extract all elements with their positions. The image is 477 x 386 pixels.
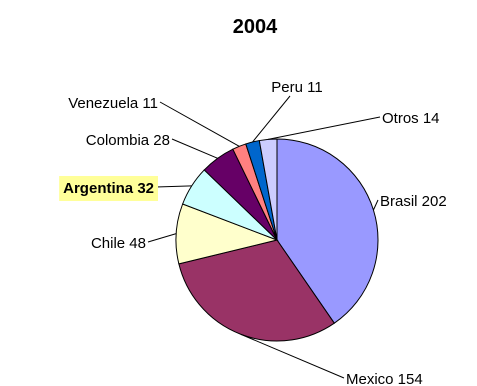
leader-line-venezuela xyxy=(159,101,240,147)
leader-line-otros xyxy=(268,116,381,140)
leader-line-argentina xyxy=(155,185,192,188)
data-label-mexico: Mexico 154 xyxy=(346,371,423,386)
data-label-argentina: Argentina 32 xyxy=(63,180,154,197)
pie-slice-brasil xyxy=(276,138,379,324)
data-label-venezuela: Venezuela 11 xyxy=(68,95,158,112)
pie-slice-mexico xyxy=(178,239,335,342)
data-label-otros: Otros 14 xyxy=(382,110,440,127)
data-label-colombia: Colombia 28 xyxy=(86,132,170,149)
data-label-brasil: Brasil 202 xyxy=(380,193,447,210)
leader-line-colombia xyxy=(171,138,218,159)
chart-title: 2004 xyxy=(233,16,278,38)
data-label-peru: Peru 11 xyxy=(271,79,322,96)
label-highlight-argentina xyxy=(59,176,158,201)
data-label-chile: Chile 48 xyxy=(91,235,146,252)
leader-line-peru xyxy=(252,95,291,143)
leader-line-mexico xyxy=(240,333,345,379)
leader-line-chile xyxy=(147,233,177,243)
leader-line-brasil xyxy=(372,199,379,211)
